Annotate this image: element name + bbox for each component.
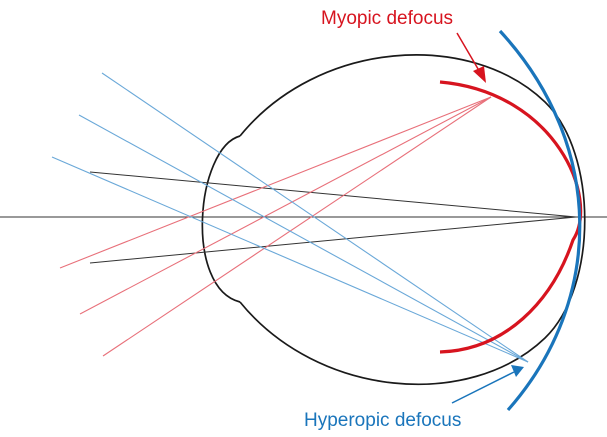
hyperopic-pointer-arrow <box>451 371 515 404</box>
ray-hyperopic-1 <box>101 72 529 363</box>
myopic-defocus-label: Myopic defocus <box>321 8 453 29</box>
myopic-focal-arc <box>439 80 583 354</box>
myopic-pointer-arrow <box>456 32 482 75</box>
ray-myopic-1 <box>59 96 492 269</box>
ray-hyperopic-3 <box>51 156 529 363</box>
hyperopic-arrowhead-icon <box>511 365 524 377</box>
ray-myopic-3 <box>102 96 492 357</box>
ray-upper-axis <box>89 171 577 218</box>
hyperopic-focal-arc <box>498 29 582 412</box>
ray-group-myopic <box>59 96 492 357</box>
cornea-outline <box>201 135 241 303</box>
ray-hyperopic-2 <box>78 114 529 363</box>
ray-group-hyperopic <box>51 72 529 363</box>
ray-lower-axis <box>89 216 577 264</box>
ray-group-axis <box>89 171 577 264</box>
hyperopic-defocus-label: Hyperopic defocus <box>304 410 461 431</box>
myopic-arrowhead-icon <box>473 66 486 83</box>
eyeball-outline <box>239 54 586 386</box>
ray-myopic-2 <box>79 96 492 315</box>
